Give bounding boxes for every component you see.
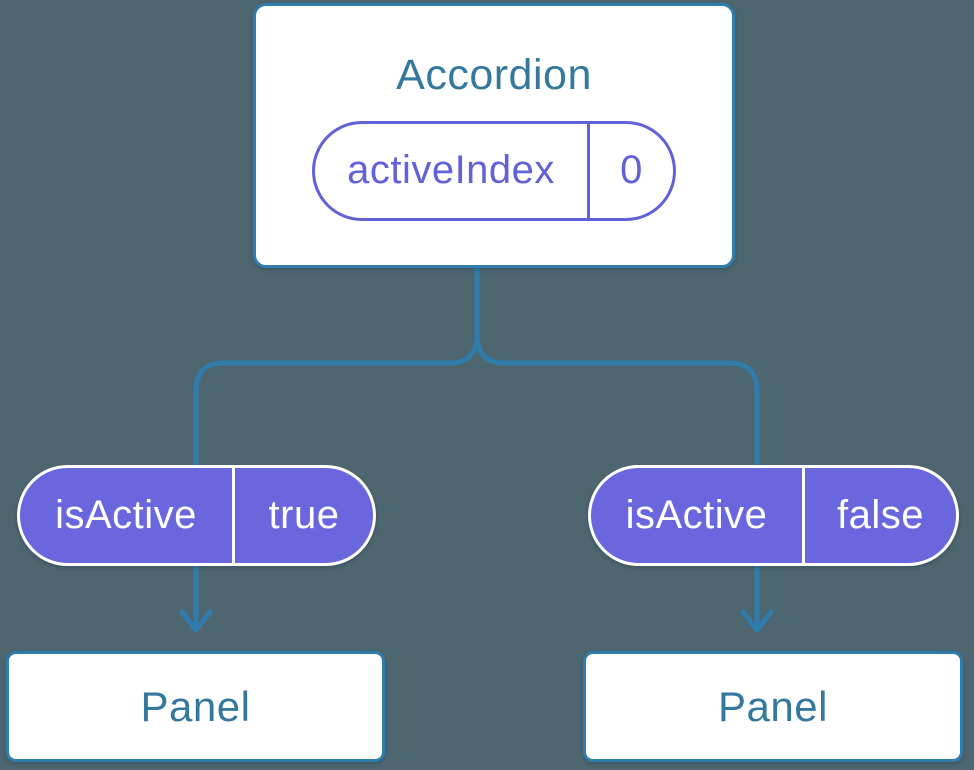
state-pill: activeIndex 0 bbox=[312, 120, 676, 221]
accordion-component-node: Accordion activeIndex 0 bbox=[253, 3, 735, 268]
prop-name: isActive bbox=[591, 468, 805, 563]
connector-branch-right bbox=[474, 263, 760, 631]
component-title: Accordion bbox=[396, 50, 592, 99]
state-name: activeIndex bbox=[315, 123, 590, 218]
prop-name: isActive bbox=[20, 468, 235, 563]
prop-pill-left: isActive true bbox=[17, 465, 376, 566]
prop-value: true bbox=[268, 493, 340, 537]
component-title: Panel bbox=[140, 682, 251, 730]
panel-node-left: Panel bbox=[6, 651, 385, 762]
state-value: 0 bbox=[620, 148, 643, 192]
arrowhead-right-icon bbox=[740, 609, 774, 633]
component-title: Panel bbox=[718, 682, 828, 730]
connector-branch-left bbox=[193, 263, 480, 631]
prop-value: false bbox=[837, 493, 924, 537]
prop-pill-right: isActive false bbox=[588, 465, 959, 566]
arrowhead-left-icon bbox=[179, 609, 213, 633]
panel-node-right: Panel bbox=[583, 651, 963, 762]
